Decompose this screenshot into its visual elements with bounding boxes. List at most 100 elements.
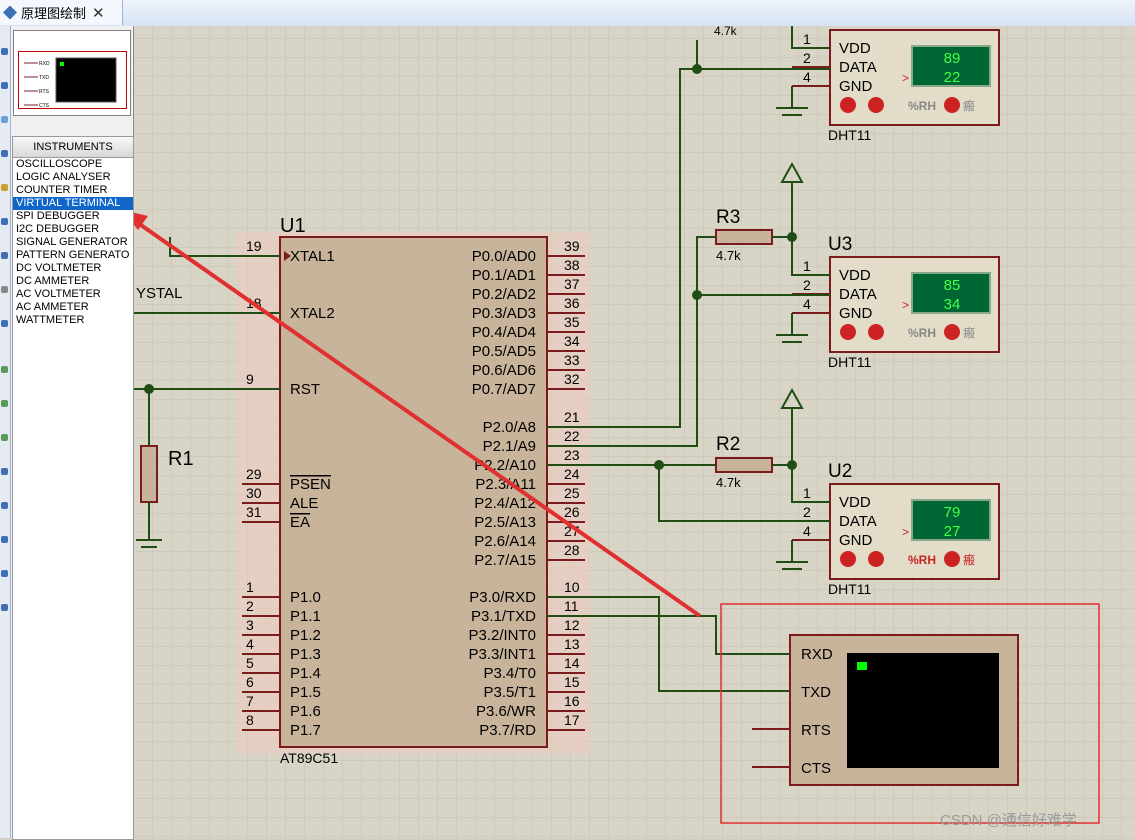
mcu-pin-num: 13	[564, 636, 580, 652]
humidity-button[interactable]	[944, 324, 960, 340]
annotation-arrow	[134, 212, 702, 618]
flip-icon[interactable]	[1, 604, 8, 611]
instrument-oscilloscope[interactable]: OSCILLOSCOPE	[16, 158, 103, 170]
terminal-screen	[847, 653, 999, 768]
resistor-r3[interactable]: R3 4.7k	[715, 161, 830, 276]
mcu-pin-num: 1	[246, 579, 254, 595]
instrument-ac-voltmeter[interactable]: AC VOLTMETER	[16, 288, 101, 300]
sensor-pin-num: 1	[803, 31, 811, 47]
close-icon[interactable]: ✕	[92, 4, 105, 22]
preview-pin-txd: TXD	[39, 75, 49, 81]
mcu-u1[interactable]: U1 AT89C51 19XTAL118XTAL29RST29PSEN30ALE…	[237, 215, 590, 766]
instrument-dc-voltmeter[interactable]: DC VOLTMETER	[16, 262, 102, 274]
preview-pin-cts: CTS	[39, 103, 50, 109]
instrument-counter-timer[interactable]: COUNTER TIMER	[16, 184, 108, 196]
virtual-terminal[interactable]: RXD TXD RTS CTS	[720, 603, 1100, 824]
mcu-pin-num: 17	[564, 712, 580, 728]
instrument-virtual-terminal[interactable]: VIRTUAL TERMINAL	[13, 197, 133, 210]
junction-icon[interactable]	[1, 116, 8, 123]
tab-title: 原理图绘制	[21, 6, 87, 21]
generator-icon[interactable]	[1, 434, 8, 441]
mcu-pin-name: P0.4/AD4	[472, 324, 536, 341]
schematic-icon	[3, 5, 17, 20]
humidity-button[interactable]	[944, 551, 960, 567]
mcu-pin-num: 7	[246, 693, 254, 709]
sensor-ref: U2	[828, 461, 852, 482]
sensor-unit: %RH	[908, 99, 936, 113]
text-script-icon[interactable]	[1, 184, 8, 191]
temp-down-button[interactable]	[840, 551, 856, 567]
bus-icon[interactable]	[1, 218, 8, 225]
temp-up-button[interactable]	[868, 97, 884, 113]
temp-up-button[interactable]	[868, 324, 884, 340]
instrument-signal-generator[interactable]: SIGNAL GENERATOR	[16, 236, 128, 248]
instrument-panel: RXD TXD RTS CTS INSTRUMENTS OSCILLOSCOPE…	[11, 26, 134, 840]
mcu-pin-num: 15	[564, 674, 580, 690]
mcu-pin-num: 21	[564, 409, 580, 425]
arrow-head-icon	[134, 212, 148, 230]
tab-schematic-capture[interactable]: 原理图绘制 ✕	[0, 0, 123, 25]
terminal-pin-rts: RTS	[801, 722, 831, 739]
temp-up-button[interactable]	[868, 551, 884, 567]
mcu-pin-num: 30	[246, 485, 262, 501]
terminal-icon[interactable]	[1, 286, 8, 293]
sensor-pin-name: DATA	[839, 59, 877, 76]
tape-icon[interactable]	[1, 400, 8, 407]
mcu-pin-name: P1.1	[290, 608, 321, 625]
mcu-pin-num: 39	[564, 238, 580, 254]
instrument-dc-ammeter[interactable]: DC AMMETER	[16, 275, 90, 287]
instrument-preview: RXD TXD RTS CTS	[13, 30, 131, 116]
humidity-button[interactable]	[944, 97, 960, 113]
instrument-pattern-generator[interactable]: PATTERN GENERATO	[16, 249, 130, 261]
wire-label-icon[interactable]	[1, 150, 8, 157]
mcu-pin-name: P2.1/A9	[483, 438, 536, 455]
rotate-icon[interactable]	[1, 536, 8, 543]
mcu-pin-name: P3.6/WR	[476, 703, 536, 720]
instrument-i2c-debugger[interactable]: I2C DEBUGGER	[16, 223, 100, 235]
graph-icon[interactable]	[1, 366, 8, 373]
subcircuit-icon[interactable]	[1, 252, 8, 259]
preview-pin-rts: RTS	[39, 89, 50, 95]
sensor-extra: 瘢	[963, 326, 975, 340]
mcu-pin-num: 36	[564, 295, 580, 311]
instrument-logic-analyser[interactable]: LOGIC ANALYSER	[16, 171, 111, 183]
r1-body[interactable]	[140, 445, 158, 503]
mcu-pin-num: 2	[246, 598, 254, 614]
resistor-r2[interactable]: R2 4.7k	[715, 387, 830, 503]
instrument-wattmeter[interactable]: WATTMETER	[16, 314, 85, 326]
sensor-wires	[547, 40, 830, 692]
schematic-canvas[interactable]: U1 AT89C51 19XTAL118XTAL29RST29PSEN30ALE…	[134, 26, 1135, 838]
temperature-reading: 22	[944, 69, 961, 86]
temp-down-button[interactable]	[840, 324, 856, 340]
mcu-pin-name: P1.3	[290, 646, 321, 663]
instrument-spi-debugger[interactable]: SPI DEBUGGER	[16, 210, 100, 222]
probe-icon[interactable]	[1, 468, 8, 475]
mcu-pin-name: P3.4/T0	[483, 665, 536, 682]
mcu-pin-num: 38	[564, 257, 580, 273]
pin-icon[interactable]	[1, 320, 8, 327]
mcu-pin-num: 35	[564, 314, 580, 330]
crystal-label: YSTAL	[136, 285, 182, 302]
mcu-pin-name: P0.2/AD2	[472, 286, 536, 303]
select-mode-icon[interactable]	[1, 48, 8, 55]
mcu-body	[279, 236, 548, 748]
mcu-pin-name: P1.5	[290, 684, 321, 701]
instruments-header: INSTRUMENTS	[12, 136, 134, 158]
instrument-icon[interactable]	[1, 502, 8, 509]
instruments-list[interactable]: OSCILLOSCOPE LOGIC ANALYSER COUNTER TIME…	[12, 157, 134, 840]
temp-down-button[interactable]	[840, 97, 856, 113]
terminal-cursor	[857, 662, 867, 670]
instrument-ac-ammeter[interactable]: AC AMMETER	[16, 301, 89, 313]
mirror-icon[interactable]	[1, 570, 8, 577]
component-mode-icon[interactable]	[1, 82, 8, 89]
sensor-pin-name: GND	[839, 78, 873, 95]
vdd-u2-wire	[791, 408, 830, 503]
preview-terminal: RXD TXD RTS CTS	[24, 57, 117, 109]
humidity-reading: 79	[944, 504, 961, 521]
arrow-shaft	[134, 217, 702, 618]
mcu-pin-num: 24	[564, 466, 580, 482]
sensor-ref: U3	[828, 234, 852, 255]
